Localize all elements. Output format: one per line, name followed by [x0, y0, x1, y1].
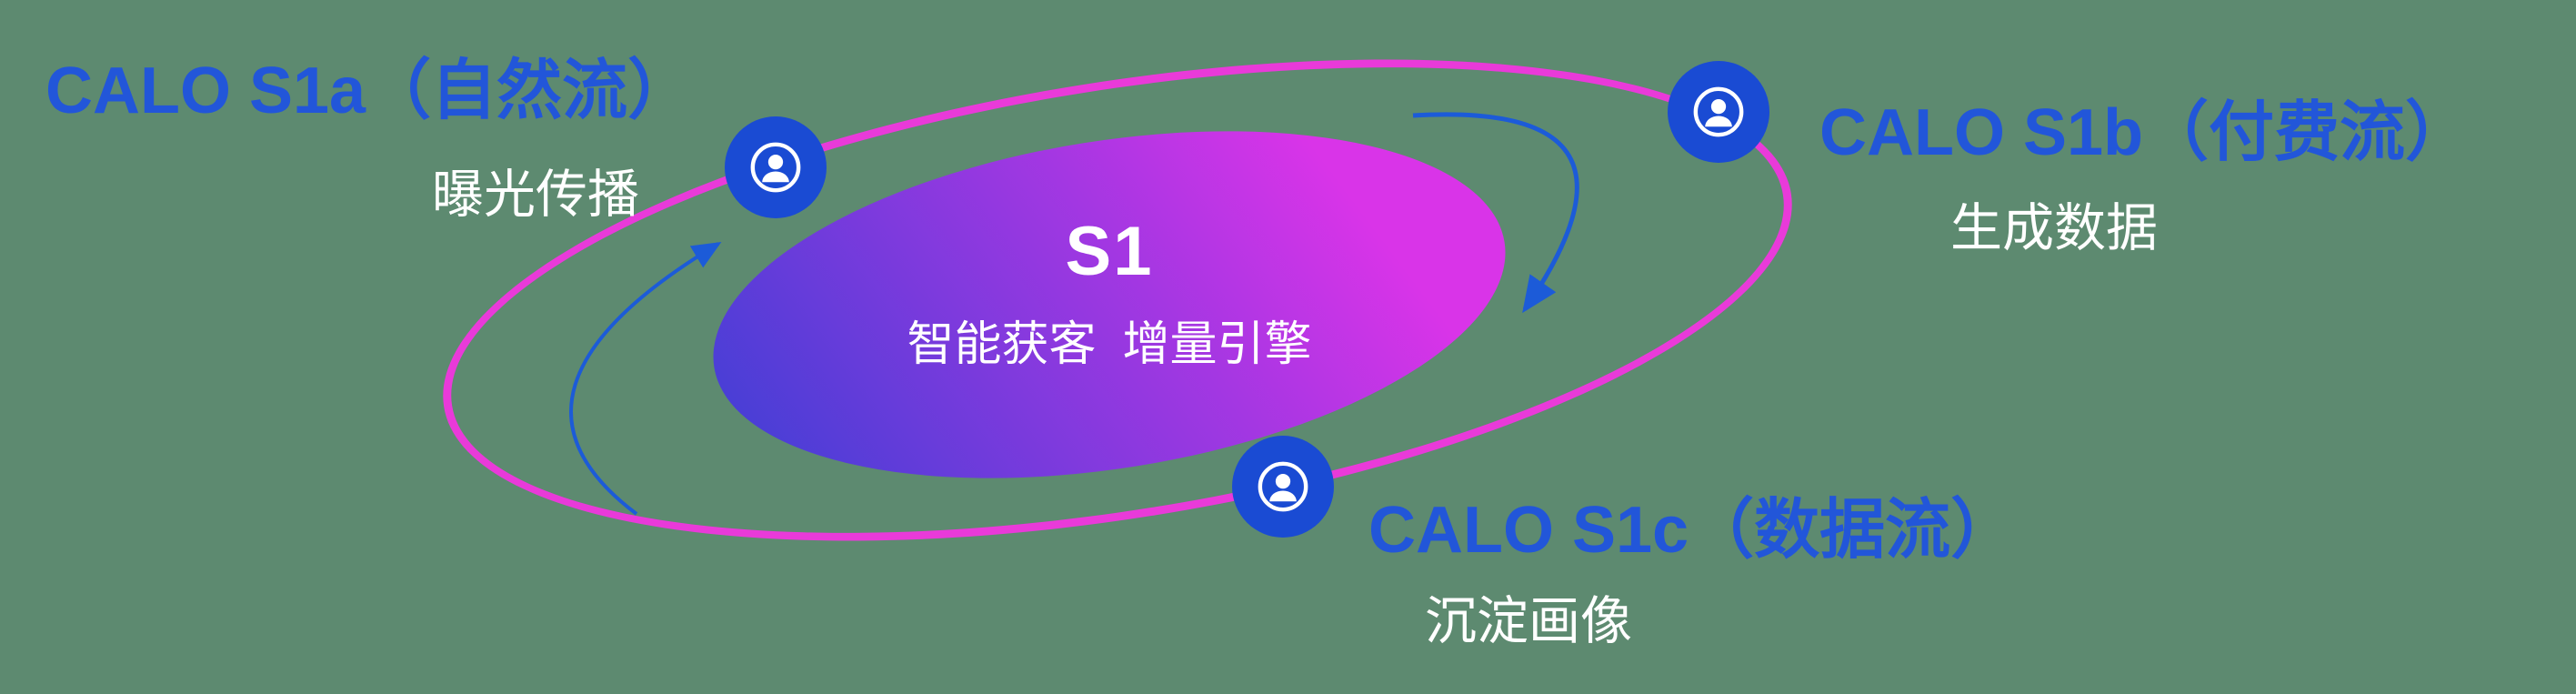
label-s1a: CALO S1a（自然流）: [45, 55, 694, 127]
core-subtitle: 智能获客 增量引擎: [907, 318, 1312, 371]
sublabel-s1b: 生成数据: [1950, 199, 2158, 257]
person-in-circle-icon: [750, 142, 801, 193]
label-s1c: CALO S1c（数据流）: [1368, 494, 2017, 567]
label-s1b: CALO S1b（付费流）: [1819, 96, 2471, 169]
core-title: S1: [1065, 213, 1154, 290]
node-s1b: [1668, 61, 1769, 163]
sublabel-s1c: 沉淀画像: [1425, 592, 1632, 650]
person-in-circle-icon: [1258, 461, 1308, 512]
person-in-circle-icon: [1693, 86, 1744, 137]
node-s1c: [1232, 436, 1334, 538]
node-s1a: [725, 116, 827, 218]
core-text-block: S1 智能获客 增量引擎: [818, 212, 1400, 374]
sublabel-s1a: 曝光传播: [432, 166, 639, 224]
